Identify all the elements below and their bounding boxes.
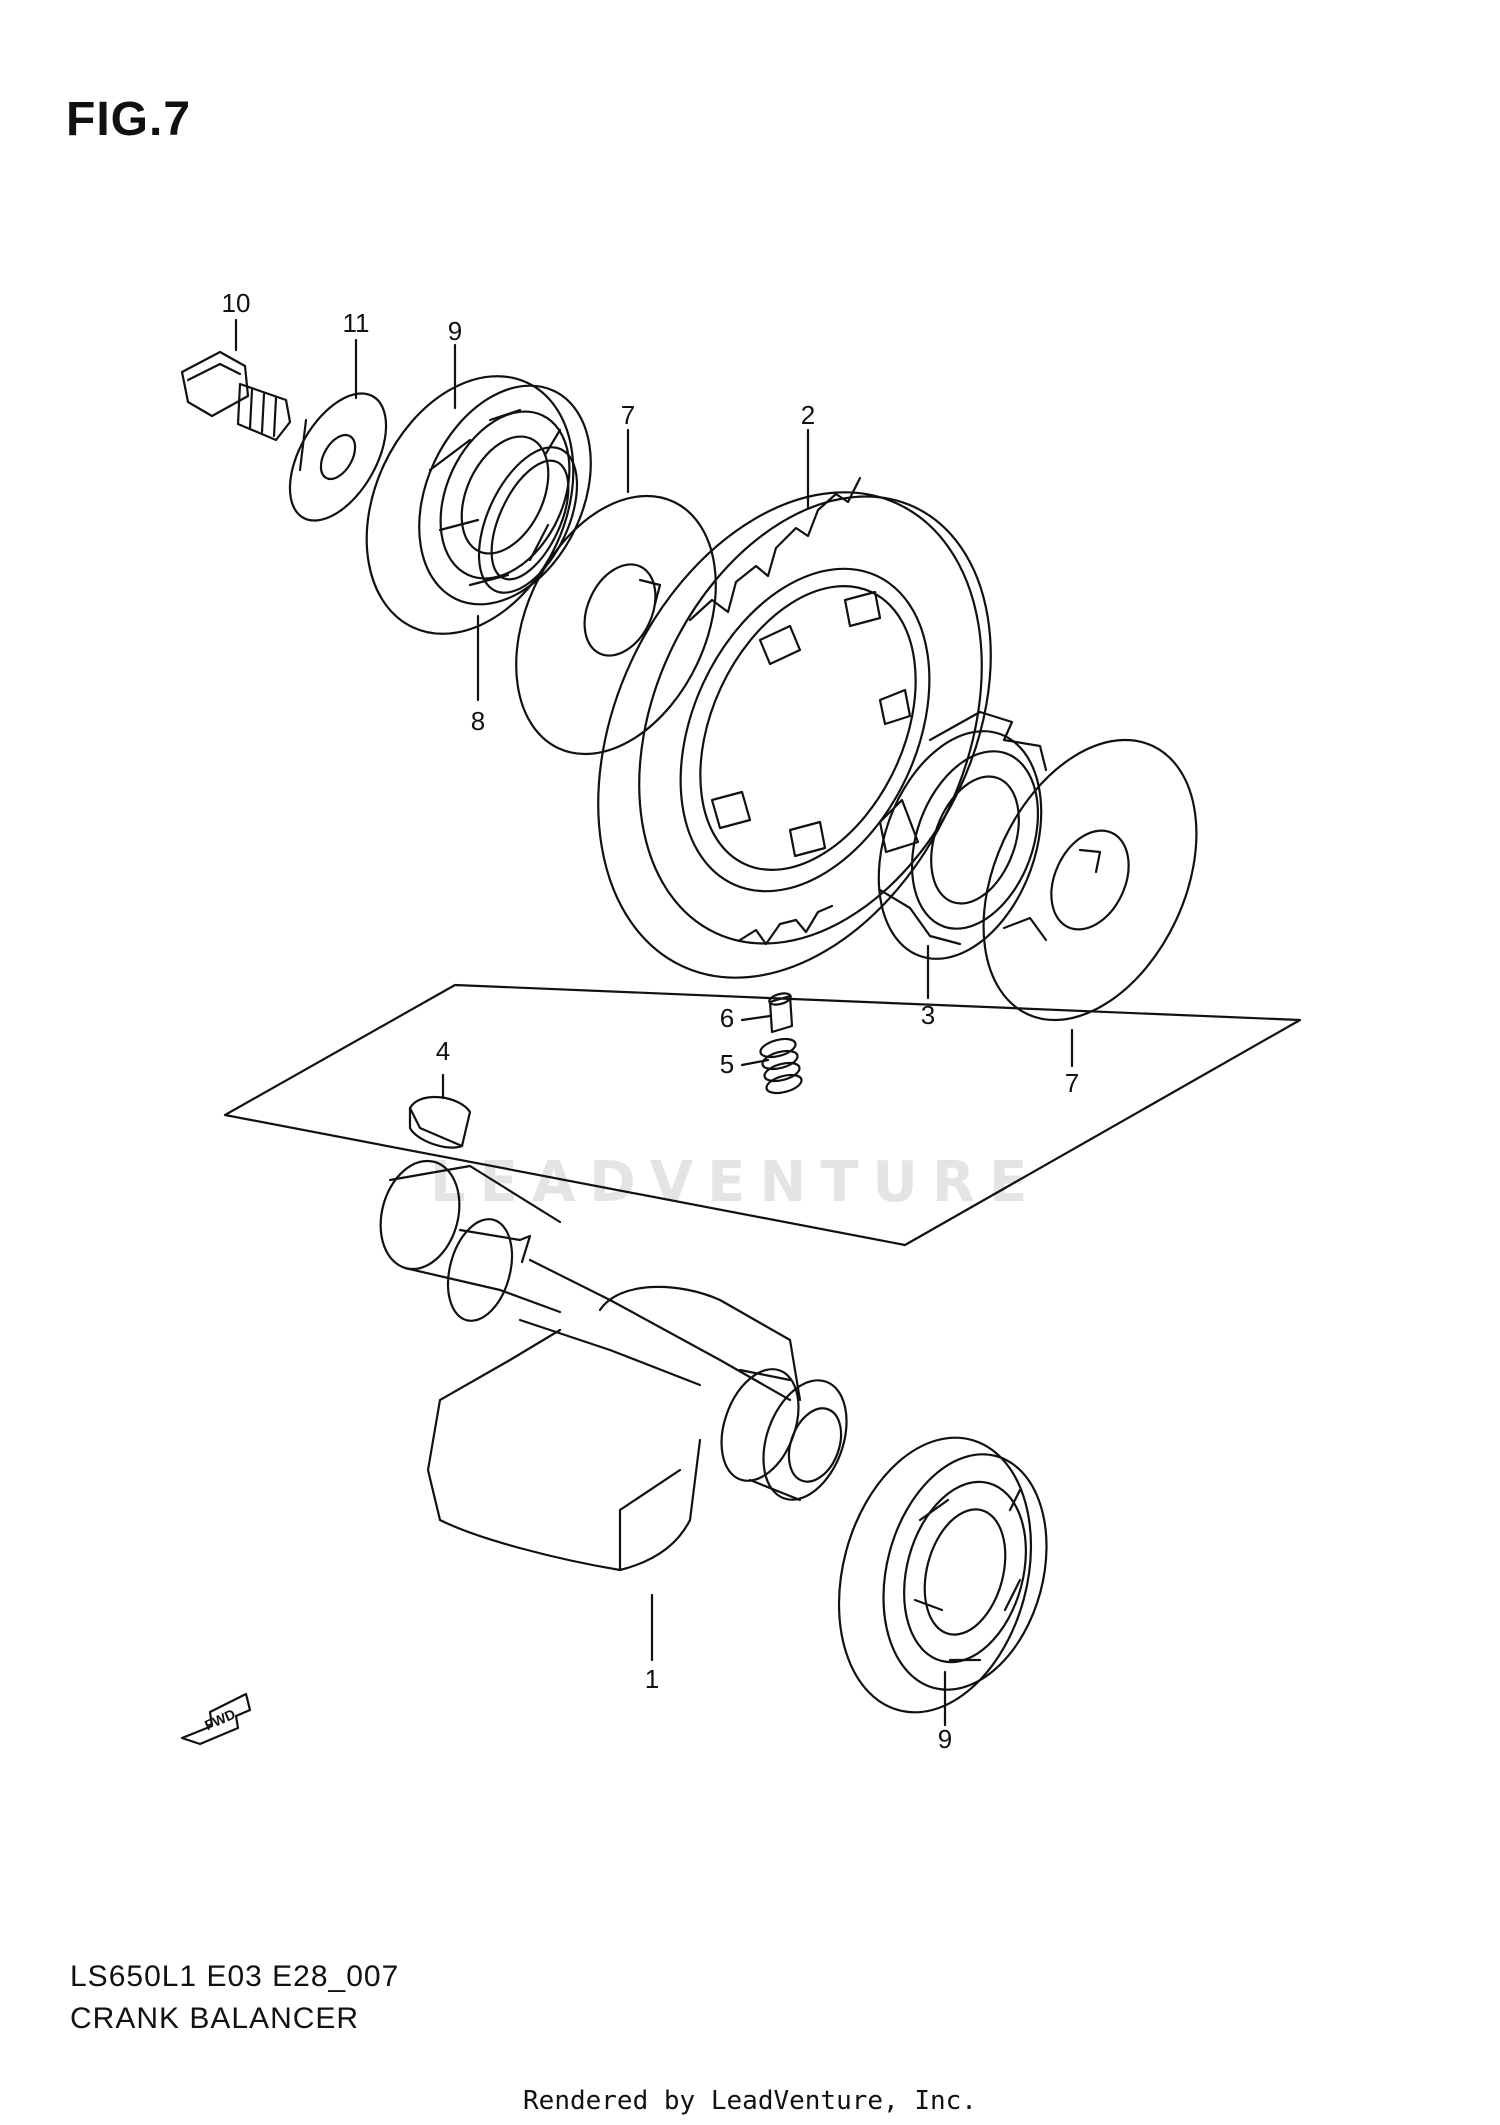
callout-7-upper: 7 [621,400,635,430]
assembly-outline [223,983,1302,1247]
spring-part [759,1037,803,1095]
callout-4: 4 [436,1036,450,1066]
washer-part [288,392,388,522]
callout-9-upper: 9 [448,316,462,346]
thrust-washer-lower-part [982,738,1198,1022]
figure-title: FIG.7 [66,93,192,146]
woodruff-key-part [408,1095,472,1149]
callout-2: 2 [801,400,815,430]
bearing-lower-part [837,1436,1048,1714]
model-code: LS650L1 E03 E28_007 [70,1960,400,1993]
callout-1: 1 [645,1664,659,1694]
callout-10: 10 [222,288,251,318]
callout-6: 6 [720,1003,734,1033]
circlip-part [477,446,579,594]
assembly-name: CRANK BALANCER [70,2002,360,2035]
leader-5 [740,1058,770,1067]
callout-11: 11 [343,308,370,338]
hub-part [877,710,1048,960]
leader-6 [740,1014,772,1022]
callout-3: 3 [921,1000,935,1030]
bolt-part [180,350,292,442]
thrust-washer-upper-part [515,494,717,756]
fwd-label: FWD [202,1706,238,1734]
callout-9-lower: 9 [938,1724,952,1754]
callout-8: 8 [471,706,485,736]
balancer-gear-part [597,476,992,979]
pin-part [768,992,794,1034]
fwd-arrow-icon [180,1692,252,1746]
balancer-shaft-part [379,1159,848,1572]
bearing-upper-part [365,375,592,635]
callout-5: 5 [720,1049,734,1079]
callout-7-lower: 7 [1065,1068,1079,1098]
footer-credit: Rendered by LeadVenture, Inc. [523,2086,977,2116]
